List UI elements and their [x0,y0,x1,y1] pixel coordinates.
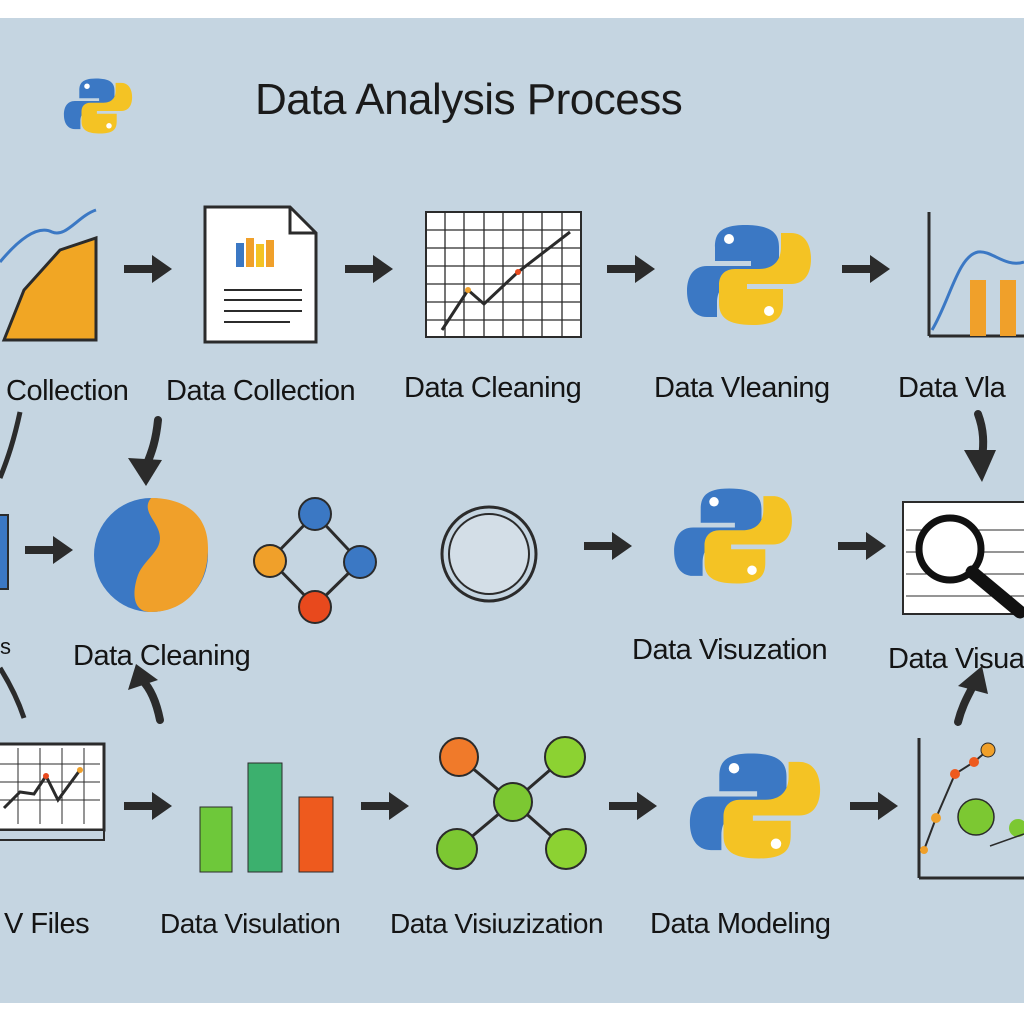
row2-label-2: Data Cleaning [73,640,251,672]
row1-label-5: Data Vla [898,372,1006,404]
pie-icon [94,498,208,612]
arrow-icon [850,792,898,820]
down-arrow-icon [964,410,996,482]
row3-label-3: Data Visiuzization [390,908,604,939]
row1-label-4: Data Vleaning [654,372,830,404]
up-arrow-icon [954,666,988,726]
python-logo-icon [63,78,133,134]
up-arrow-icon [128,664,164,724]
python-logo-icon [689,753,821,859]
arrow-icon [842,255,890,283]
document-icon [203,205,318,344]
monitor-chart-icon [0,742,106,841]
python-logo-icon [687,225,811,325]
python-logo-icon [674,488,792,584]
row1-label-2: Data Collection [166,375,356,407]
row3-label-1: V Files [4,908,90,940]
arrow-icon [124,255,172,283]
bar-chart-icon [199,762,334,873]
arrow-icon [361,792,409,820]
graph-network-icon [253,497,377,624]
diagram-canvas [0,78,1024,880]
grid-chart-icon [425,211,582,338]
circle-icon [440,505,538,603]
area-chart-icon [0,208,98,342]
row2-label-1: s [0,634,11,659]
row2-label-4: Data Visua [888,643,1024,675]
arrow-icon [25,536,73,564]
down-arrow-icon [128,416,162,486]
bar-chart-icon [927,212,1024,338]
row3-label-2: Data Visulation [160,908,341,939]
scatter-chart-icon [917,738,1024,880]
curved-arrow-icon [0,411,23,479]
arrow-icon [124,792,172,820]
arrow-icon [838,532,886,560]
network-icon [436,736,587,870]
curved-arrow-icon [0,666,27,719]
row3-label-4: Data Modeling [650,908,831,940]
arrow-icon [584,532,632,560]
magnifier-icon [902,501,1024,619]
page-title: Data Analysis Process [255,75,683,124]
arrow-icon [607,255,655,283]
row1-label-1: Collection [6,375,129,407]
arrow-icon [345,255,393,283]
row1-label-3: Data Cleaning [404,372,582,404]
diagram-panel: Data Analysis Process Collection Data Co… [0,18,1024,1003]
row2-label-3: Data Visuzation [632,634,828,666]
document-edge-icon [0,514,9,590]
arrow-icon [609,792,657,820]
